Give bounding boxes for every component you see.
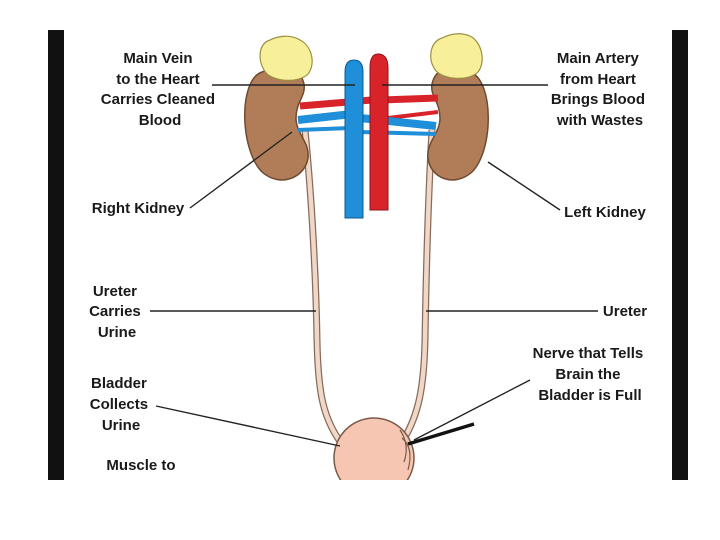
ureter-left xyxy=(396,129,435,450)
label-main-vein-line: Blood xyxy=(139,112,182,129)
label-muscle: Muscle to xyxy=(106,457,175,474)
nerve-leader xyxy=(413,379,531,441)
label-ureter-left: Ureter Carries Urine xyxy=(89,283,145,341)
label-ureter-right: Ureter xyxy=(603,303,647,320)
label-nerve-line: Nerve that Tells xyxy=(533,345,644,362)
label-ureter-left-line: Ureter xyxy=(93,283,137,300)
main-artery xyxy=(369,53,389,211)
left-kidney-leader xyxy=(487,161,561,211)
label-main-vein-line: to the Heart xyxy=(116,71,199,88)
label-main-vein-line: Main Vein xyxy=(123,50,192,67)
ureter-right xyxy=(302,129,347,450)
label-main-artery-line: from Heart xyxy=(560,71,636,88)
renal-artery-left-lower xyxy=(387,110,439,120)
label-bladder-line: Bladder xyxy=(91,375,147,392)
label-nerve-line: Bladder is Full xyxy=(538,387,641,404)
right-adrenal-gland xyxy=(259,35,313,81)
label-right-kidney-line: Right Kidney xyxy=(92,200,185,217)
bladder xyxy=(333,417,415,480)
label-bladder: Bladder Collects Urine xyxy=(90,375,153,434)
label-main-artery-line: Brings Blood xyxy=(551,91,645,108)
label-main-vein-line: Carries Cleaned xyxy=(101,91,215,108)
label-ureter-left-line: Urine xyxy=(98,324,136,341)
bladder-leader xyxy=(155,405,341,447)
renal-artery-left xyxy=(379,94,439,104)
label-ureter-right-line: Ureter xyxy=(603,303,647,320)
nerve xyxy=(407,422,475,446)
bladder-nerve-branch xyxy=(399,429,407,463)
label-ureter-left-line: Carries xyxy=(89,303,141,320)
label-nerve: Nerve that Tells Brain the Bladder is Fu… xyxy=(533,345,648,404)
label-main-artery-line: Main Artery xyxy=(557,50,640,67)
label-left-kidney-line: Left Kidney xyxy=(564,204,646,221)
label-main-vein: Main Vein to the Heart Carries Cleaned B… xyxy=(101,50,219,129)
label-main-artery-line: with Wastes xyxy=(556,112,643,129)
frame-left-bar xyxy=(48,30,64,480)
renal-vein-right xyxy=(297,110,353,124)
label-bladder-line: Collects xyxy=(90,396,148,413)
main-vein xyxy=(344,59,364,219)
label-left-kidney: Left Kidney xyxy=(564,204,646,221)
renal-vein-right-lower xyxy=(297,126,351,132)
label-main-artery: Main Artery from Heart Brings Blood with… xyxy=(551,50,649,129)
label-bladder-line: Urine xyxy=(102,417,140,434)
label-right-kidney: Right Kidney xyxy=(92,200,185,217)
right-kidney-leader xyxy=(189,131,293,209)
right-kidney xyxy=(244,66,309,181)
frame-right-bar xyxy=(672,30,688,480)
bladder-nerve-branch-2 xyxy=(401,437,411,471)
left-adrenal-gland xyxy=(430,33,483,79)
label-muscle-line: Muscle to xyxy=(106,457,175,474)
left-kidney xyxy=(427,66,489,181)
label-nerve-line: Brain the xyxy=(555,366,620,383)
